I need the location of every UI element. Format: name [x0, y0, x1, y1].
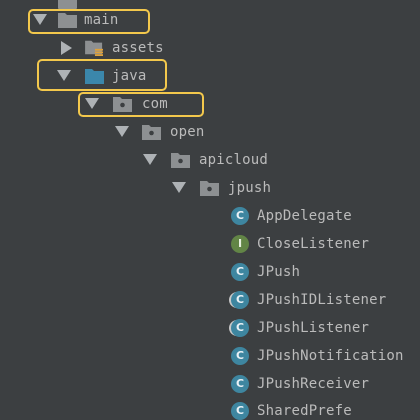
- tree-item-label: CloseListener: [257, 236, 370, 252]
- tree-item-assets[interactable]: assets: [0, 35, 420, 61]
- class-icon: C: [231, 207, 249, 225]
- resource-folder-icon: [85, 40, 103, 56]
- tree-item-jpush[interactable]: jpush: [0, 175, 420, 201]
- folder-icon: [58, 0, 77, 9]
- chevron-down-icon[interactable]: [57, 70, 71, 81]
- tree-row-partial: [0, 0, 420, 12]
- tree-item-class[interactable]: C JPushListener: [0, 315, 420, 341]
- tree-item-label: JPush: [257, 264, 301, 280]
- interface-icon: I: [231, 235, 249, 253]
- tree-item-class[interactable]: C JPushNotification: [0, 343, 420, 369]
- tree-item-label: apicloud: [199, 152, 269, 168]
- tree-item-label: java: [112, 68, 147, 84]
- tree-item-label: assets: [112, 40, 164, 56]
- tree-item-label: JPushListener: [257, 320, 370, 336]
- tree-item-label: JPushIDListener: [257, 292, 387, 308]
- chevron-down-icon[interactable]: [115, 126, 129, 137]
- tree-item-label: jpush: [228, 180, 272, 196]
- chevron-down-icon[interactable]: [85, 98, 99, 109]
- tree-item-label: JPushReceiver: [257, 376, 370, 392]
- class-icon: C: [231, 375, 249, 393]
- class-icon: C: [231, 319, 249, 337]
- class-icon: C: [231, 347, 249, 365]
- class-icon: C: [231, 402, 249, 420]
- package-icon: [113, 97, 132, 112]
- tree-item-class[interactable]: C SharedPrefe: [0, 398, 420, 420]
- tree-item-class[interactable]: C JPush: [0, 259, 420, 285]
- tree-item-apicloud[interactable]: apicloud: [0, 147, 420, 173]
- tree-item-label: JPushNotification: [257, 348, 404, 364]
- tree-item-label: com: [142, 96, 168, 112]
- tree-item-class[interactable]: C JPushReceiver: [0, 371, 420, 397]
- chevron-right-icon[interactable]: [61, 41, 72, 55]
- package-icon: [200, 181, 219, 196]
- chevron-down-icon[interactable]: [33, 14, 47, 25]
- tree-item-com[interactable]: com: [0, 91, 420, 117]
- tree-item-main[interactable]: main: [0, 7, 420, 33]
- chevron-down-icon[interactable]: [143, 154, 157, 165]
- tree-item-class[interactable]: C JPushIDListener: [0, 287, 420, 313]
- folder-icon: [58, 13, 77, 28]
- class-icon: C: [231, 263, 249, 281]
- package-icon: [171, 153, 190, 168]
- class-icon: C: [231, 291, 249, 309]
- tree-item-java[interactable]: java: [0, 63, 420, 89]
- tree-item-label: main: [84, 12, 119, 28]
- source-folder-icon: [85, 69, 104, 84]
- tree-item-label: AppDelegate: [257, 208, 352, 224]
- chevron-down-icon[interactable]: [172, 182, 186, 193]
- tree-item-interface[interactable]: I CloseListener: [0, 231, 420, 257]
- tree-item-label: SharedPrefe: [257, 403, 352, 419]
- package-icon: [142, 125, 161, 140]
- tree-item-open[interactable]: open: [0, 119, 420, 145]
- tree-item-class[interactable]: C AppDelegate: [0, 203, 420, 229]
- tree-item-label: open: [170, 124, 205, 140]
